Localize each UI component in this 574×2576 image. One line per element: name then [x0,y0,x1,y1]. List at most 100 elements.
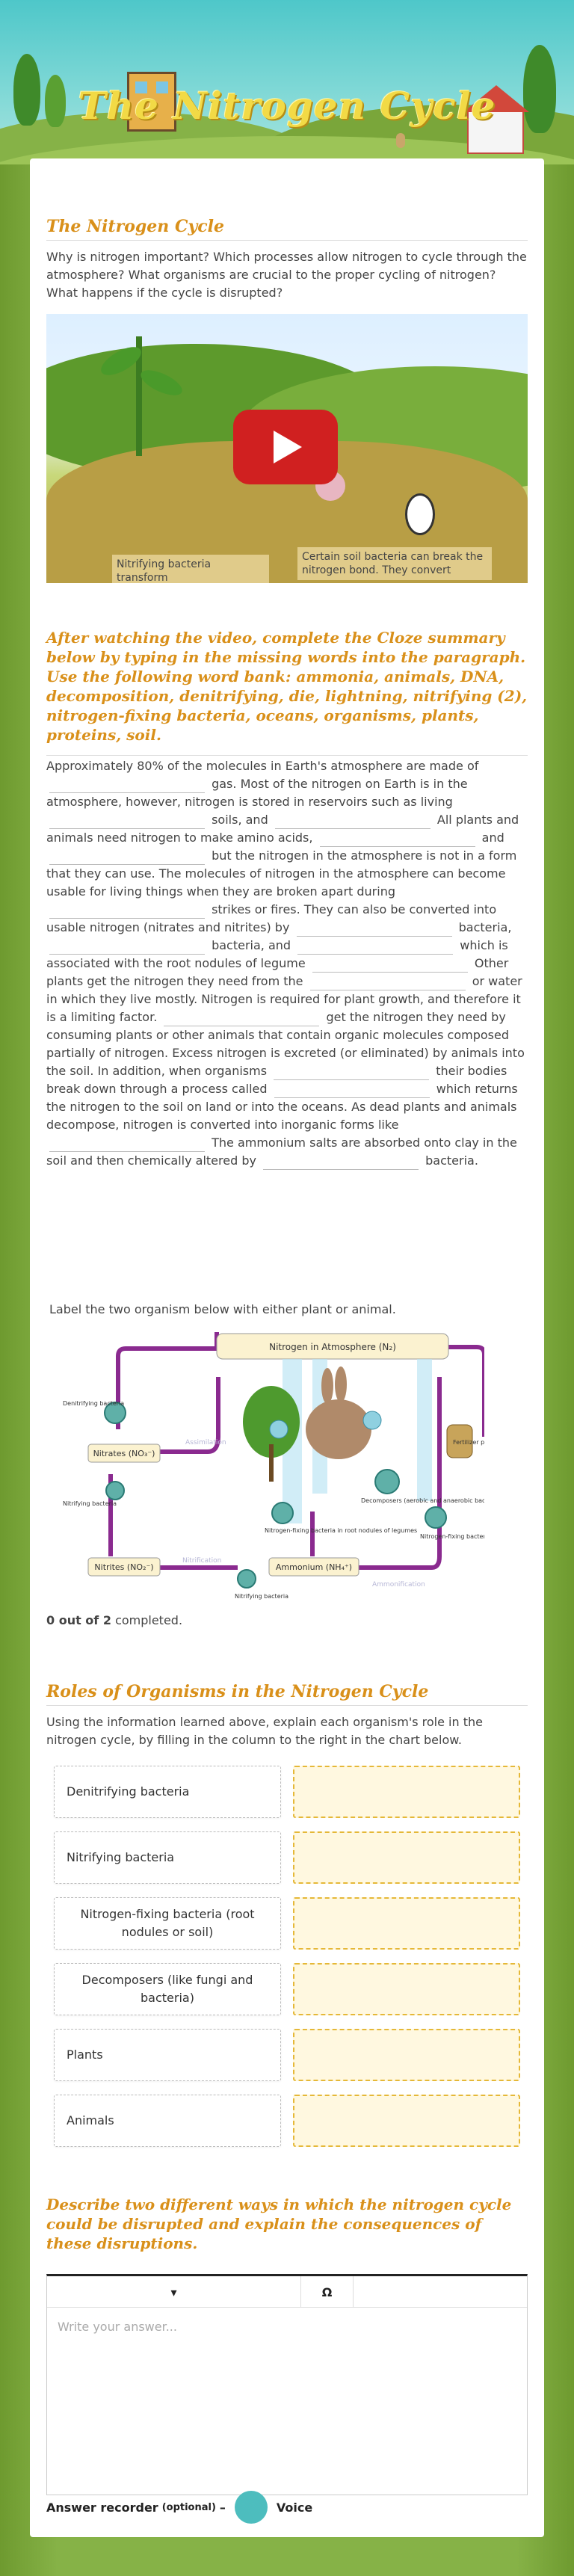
video-player[interactable]: Nitrifying bacteria transform Certain so… [46,314,528,583]
fixing-roots-label: Nitrogen-fixing bacteria in root nodules… [265,1527,417,1534]
labeling-section: Label the two organism below with either… [46,1301,528,1319]
intro-questions: Why is nitrogen important? Which process… [46,250,527,300]
nitrification-label: Nitrification [182,1557,221,1565]
cloze-blank-5[interactable] [49,850,205,865]
cloze-heading: After watching the video, complete the C… [46,629,528,744]
editor-toolbar: ▾ Ω [47,2276,527,2308]
labeling-instruction: Label the two organism below with either… [49,1302,396,1316]
cloze-blank-16[interactable] [263,1155,419,1170]
cloze-blank-15[interactable] [49,1137,205,1152]
house-icon [127,72,176,132]
cloze-blank-12[interactable] [164,1011,320,1026]
nitrates-box [87,1443,161,1463]
special-char-button[interactable]: Ω [301,2276,354,2308]
chevron-down-icon: ▾ [170,2284,177,2299]
plant-label-target[interactable] [269,1420,288,1439]
fertilizer-bag-icon [446,1424,473,1458]
nitrogen-beam [417,1359,432,1501]
rabbit-ear-shape [321,1368,333,1404]
cloze-blank-11[interactable] [309,976,466,990]
cloze-blank-8[interactable] [49,940,205,955]
cloze-blank-4[interactable] [319,832,475,847]
atmosphere-label: Nitrogen in Atmosphere (N₂) [269,1342,396,1352]
bacteria-character-icon [405,493,435,535]
roles-section: Roles of Organisms in the Nitrogen Cycle… [46,1682,528,1749]
page-title: The Nitrogen Cycle [78,84,496,128]
roof-shape [463,85,529,112]
recorder-label: Answer recorder [46,2500,158,2515]
role-answer-animals[interactable] [293,2095,520,2147]
role-answer-nitrogen-fixing[interactable] [293,1897,520,1950]
role-answer-nitrifying[interactable] [293,1831,520,1884]
plant-stem-shape [269,1444,274,1482]
plant-stem [136,336,142,456]
role-answer-denitrifying[interactable] [293,1766,520,1818]
cloze-blank-6[interactable] [49,904,205,919]
tree-icon [45,75,66,127]
deer-icon [396,133,405,148]
role-answer-decomposers[interactable] [293,1963,520,2015]
format-dropdown-button[interactable]: ▾ [47,2276,301,2308]
assimilation-label: Assimilation [185,1439,226,1446]
nitrogen-fixing-root-icon [271,1502,294,1524]
nitrifying-bacteria-bottom-icon [237,1569,256,1589]
completed-suffix: completed. [115,1613,183,1627]
play-button[interactable] [233,410,338,484]
cloze-blank-7[interactable] [296,922,452,937]
arrow-denitrification [116,1346,217,1429]
answer-textarea[interactable]: Write your answer... [58,2320,177,2334]
ammonium-box [268,1557,359,1577]
intro-section: The Nitrogen Cycle Why is nitrogen impor… [46,217,528,302]
nitrifying-bottom-label: Nitrifying bacteria [235,1593,288,1600]
nitrites-label: Nitrites (NO₂⁻) [94,1562,153,1572]
rabbit-ear-shape [335,1366,347,1402]
labeling-progress: 0 out of 2 completed. [46,1612,528,1630]
cloze-blank-10[interactable] [312,958,468,973]
cloze-blank-3[interactable] [274,814,430,829]
role-label-animals: Animals [54,2095,281,2147]
arrow-assimilation [126,1377,220,1454]
content-card: The Nitrogen Cycle Why is nitrogen impor… [30,158,544,2537]
tree-icon [13,54,40,126]
decomposers-icon [374,1469,400,1494]
roles-instruction: Using the information learned above, exp… [46,1715,483,1747]
cloze-paragraph: Approximately 80% of the molecules in Ea… [46,755,528,1170]
completed-count: 0 out of 2 [46,1613,111,1627]
answer-editor: ▾ Ω Write your answer... [46,2274,528,2495]
intro-heading: The Nitrogen Cycle [46,217,528,241]
cloze-blank-13[interactable] [274,1065,430,1080]
cloze-blank-14[interactable] [274,1083,430,1098]
recorder-dash: – [219,2500,226,2515]
voice-record-button[interactable] [234,2491,268,2524]
fixing-soil-label: Nitrogen-fixing bacteria in soil [420,1533,484,1540]
nitrogen-fixing-soil-icon [425,1506,447,1529]
cloze-section: After watching the video, complete the C… [46,628,528,1170]
animal-label-target[interactable] [362,1411,382,1430]
cloze-blank-1[interactable] [49,778,205,793]
video-caption-right: Certain soil bacteria can break the nitr… [297,547,492,580]
ammonium-label: Ammonium (NH₄⁺) [276,1562,352,1572]
arrow-soil-fixing [327,1377,442,1570]
disruption-heading: Describe two different ways in which the… [46,2196,512,2252]
voice-label: Voice [276,2500,313,2515]
role-answer-plants[interactable] [293,2029,520,2081]
nitrogen-cycle-diagram: Nitrogen in Atmosphere (N₂) Denitrifying… [63,1332,484,1600]
arrow-fertilizer [425,1345,484,1437]
role-label-nitrifying: Nitrifying bacteria [54,1831,281,1884]
role-label-denitrifying: Denitrifying bacteria [54,1766,281,1818]
animal-organism-icon [306,1399,371,1459]
disruption-section: Describe two different ways in which the… [46,2195,528,2256]
house-icon [467,111,524,154]
nitrites-box [87,1557,161,1577]
denitrifying-bacteria-icon [104,1402,126,1424]
cloze-blank-9[interactable] [297,940,454,955]
roles-heading: Roles of Organisms in the Nitrogen Cycle [46,1682,528,1706]
video-caption-left: Nitrifying bacteria transform [112,555,269,583]
ammonification-label: Ammonification [372,1581,425,1589]
plant-organism-icon [243,1386,300,1458]
recorder-optional: (optional) [161,2501,216,2513]
cloze-blank-2[interactable] [49,814,205,829]
decomposers-label: Decomposers (aerobic and anaerobic bacte… [361,1497,484,1504]
fertilizer-label: Fertilizer production [453,1439,484,1446]
omega-icon: Ω [321,2284,333,2299]
